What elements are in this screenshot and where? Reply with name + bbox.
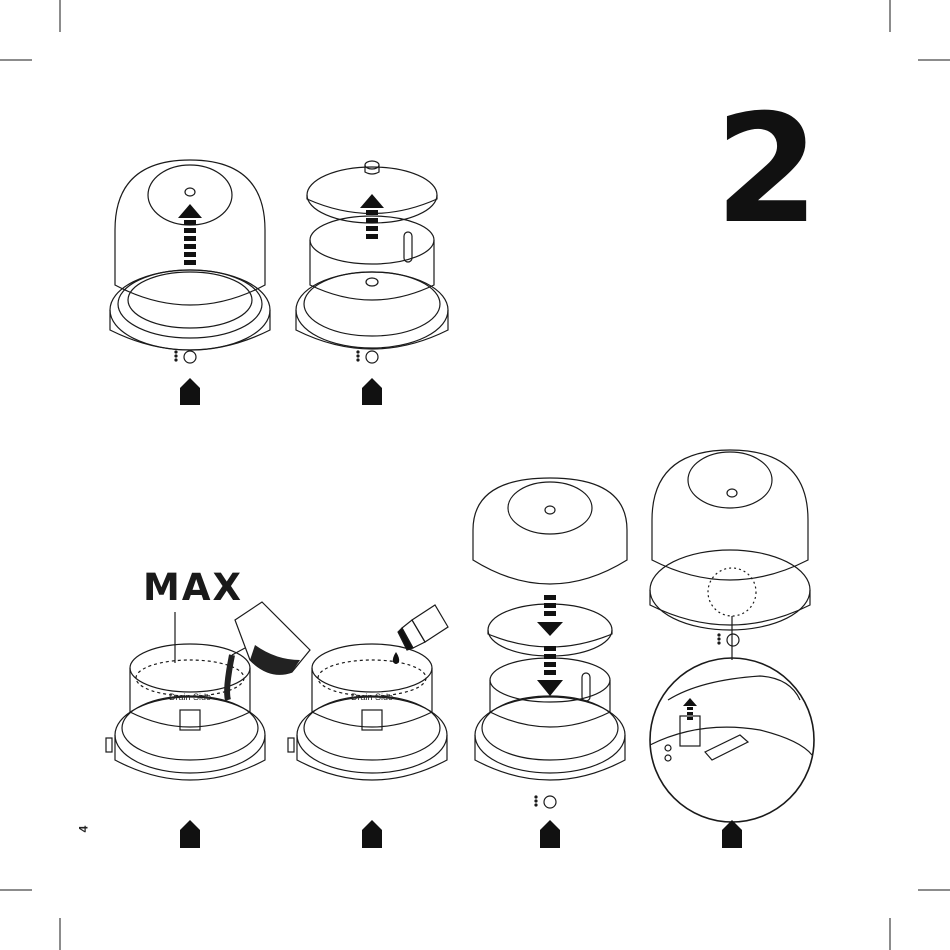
drain-side-label: Drain Side	[351, 692, 393, 702]
step-c-fill-water	[106, 602, 310, 780]
step-marker-icon	[180, 378, 200, 405]
oil-bottle	[398, 605, 448, 650]
control-button	[718, 634, 739, 646]
step-marker-icon	[540, 820, 560, 848]
step-a-lift-cover	[110, 160, 270, 405]
control-button	[535, 796, 556, 808]
step-marker-icon	[722, 820, 742, 848]
down-arrow-icon	[537, 646, 563, 696]
dotted-circle-icon	[708, 568, 756, 616]
control-button	[357, 351, 378, 363]
step-marker-icon	[180, 820, 200, 848]
drain-side-label: Drain Side	[169, 692, 211, 702]
page-number: 4	[76, 826, 90, 833]
drop-icon	[393, 652, 399, 664]
step-f-assembled	[650, 450, 814, 822]
up-arrow-icon	[178, 204, 202, 265]
control-button	[175, 351, 196, 363]
step-e-replace-cover	[473, 478, 627, 808]
down-arrow-icon	[537, 595, 563, 636]
step-marker-icon	[362, 378, 382, 405]
up-arrow-icon	[683, 698, 697, 720]
step-marker-icon	[362, 820, 382, 848]
max-fill-label: MAX	[143, 566, 243, 609]
step-b-lift-lid	[296, 161, 448, 405]
step-number: 2	[712, 100, 822, 240]
detail-inset	[650, 658, 814, 822]
